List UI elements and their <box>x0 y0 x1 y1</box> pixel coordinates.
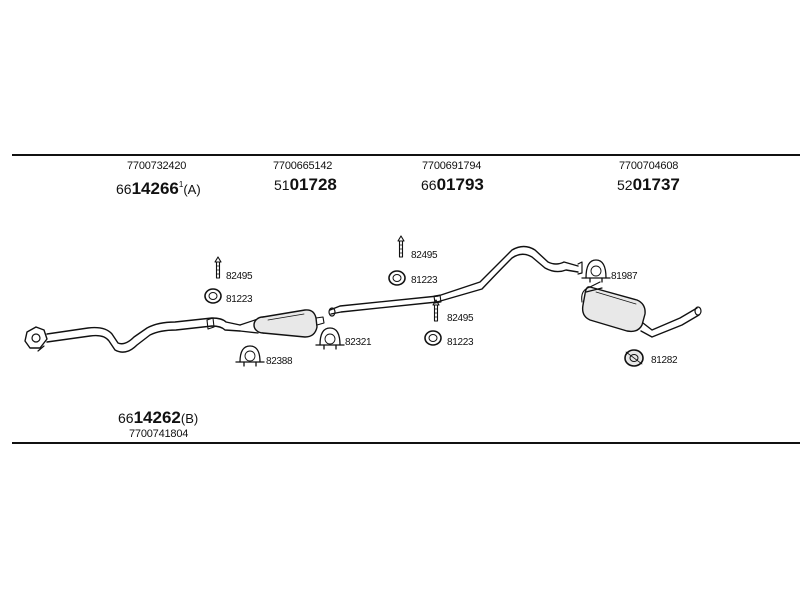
part-number-prefix: 66 <box>118 410 134 426</box>
bolt-label: 82495 <box>447 313 474 324</box>
part-number-prefix: 51 <box>274 177 290 193</box>
oem-number: 7700741804 <box>129 428 189 440</box>
ring-label: 81223 <box>411 275 438 286</box>
part-number-prefix: 66 <box>116 181 132 197</box>
part-number-main: 01737 <box>632 175 680 194</box>
bolt-icon <box>397 235 405 258</box>
ring-label: 81223 <box>226 294 253 305</box>
front-pipe-drawing <box>24 317 241 353</box>
rubber-ring-icon <box>204 288 222 304</box>
rear-silencer-drawing <box>581 281 702 338</box>
rubber-mount-icon <box>624 349 644 367</box>
part-number: 6614262(B) <box>118 409 198 427</box>
part-number: 5201737 <box>617 176 680 194</box>
rubber-ring-icon <box>388 270 406 286</box>
clamp-label: 81987 <box>611 271 638 282</box>
part-number-main: 14262 <box>133 408 181 427</box>
rubber-ring-icon <box>424 330 442 346</box>
part-number: 6601793 <box>421 176 484 194</box>
part-number-suffix: (B) <box>180 411 199 426</box>
bolt-icon <box>214 256 222 279</box>
part-number-prefix: 52 <box>617 177 633 193</box>
clamp-icon <box>235 345 265 367</box>
mount-label: 81282 <box>651 355 678 366</box>
clamp-label: 82388 <box>266 356 293 367</box>
part-number-prefix: 66 <box>421 177 437 193</box>
bolt-label: 82495 <box>411 250 438 261</box>
bolt-icon <box>432 299 440 322</box>
part-number-main: 01728 <box>289 175 337 194</box>
clamp-icon <box>315 327 345 350</box>
bottom-divider-line <box>12 442 800 444</box>
part-number: 5101728 <box>274 176 337 194</box>
clamp-icon <box>581 259 611 283</box>
part-number-main: 14266 <box>131 179 179 198</box>
middle-silencer-drawing <box>239 309 325 338</box>
part-number-suffix: (A) <box>183 182 201 197</box>
intermediate-pipe-drawing <box>328 245 583 317</box>
oem-number: 7700691794 <box>422 160 482 172</box>
part-number-main: 01793 <box>436 175 484 194</box>
bolt-label: 82495 <box>226 271 253 282</box>
clamp-label: 82321 <box>345 337 372 348</box>
oem-number: 7700665142 <box>273 160 333 172</box>
part-number-mark: 1 <box>178 180 184 189</box>
oem-number: 7700704608 <box>619 160 679 172</box>
part-number: 66142661(A) <box>116 176 201 198</box>
oem-number: 7700732420 <box>127 160 187 172</box>
ring-label: 81223 <box>447 337 474 348</box>
top-divider-line <box>12 154 800 156</box>
